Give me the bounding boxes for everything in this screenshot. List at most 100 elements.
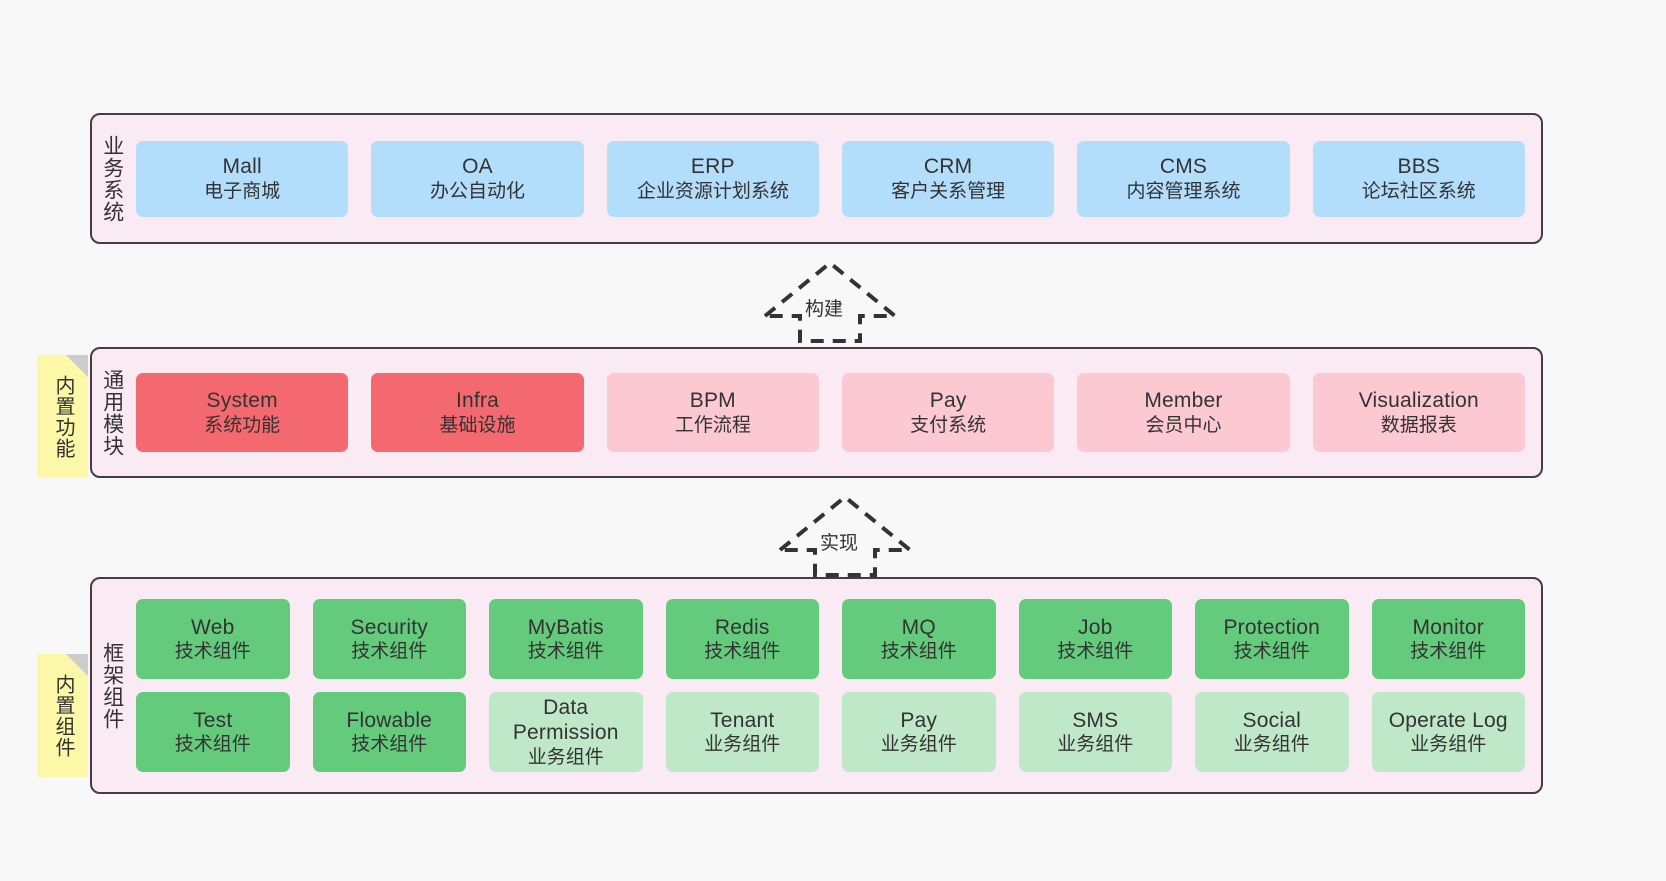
layer-body-framework: Web 技术组件 Security 技术组件 MyBatis 技术组件 Redi…	[132, 579, 1541, 792]
node-protection[interactable]: Protection 技术组件	[1195, 599, 1349, 679]
dashed-generalization-arrow-icon	[774, 494, 916, 577]
node-infra[interactable]: Infra 基础设施	[371, 373, 584, 452]
node-subtitle: 工作流程	[674, 414, 751, 436]
node-title: Web	[191, 615, 235, 639]
node-subtitle: 客户关系管理	[891, 180, 1006, 202]
layer-body-business: Mall 电子商城 OA 办公自动化 ERP 企业资源计划系统 CRM 客户关系…	[132, 115, 1541, 242]
node-monitor[interactable]: Monitor 技术组件	[1371, 599, 1525, 679]
node-subtitle: 系统功能	[204, 414, 281, 436]
note-builtin-component: 内置组件	[37, 654, 88, 777]
node-subtitle: 技术组件	[1410, 641, 1487, 663]
note-builtin-function: 内置功能	[37, 355, 88, 478]
node-subtitle: 技术组件	[174, 641, 251, 663]
node-social[interactable]: Social 业务组件	[1195, 692, 1349, 772]
node-subtitle: 会员中心	[1145, 414, 1222, 436]
node-title: Flowable	[346, 708, 433, 732]
node-oa[interactable]: OA 办公自动化	[371, 140, 584, 217]
layer-title-common: 通用模块	[100, 368, 124, 457]
node-title: Pay	[929, 389, 967, 413]
node-sms[interactable]: SMS 业务组件	[1018, 692, 1172, 772]
connector-label-build: 构建	[805, 299, 844, 320]
layer-title-framework: 框架组件	[100, 641, 124, 730]
node-system[interactable]: System 系统功能	[136, 373, 349, 452]
node-data-permission[interactable]: Data Permission 业务组件	[489, 692, 643, 772]
node-subtitle: 技术组件	[174, 734, 251, 756]
node-subtitle: 技术组件	[351, 734, 428, 756]
node-title: Mall	[222, 155, 262, 179]
node-operate-log[interactable]: Operate Log 业务组件	[1371, 692, 1525, 772]
node-subtitle: 技术组件	[880, 641, 957, 663]
node-crm[interactable]: CRM 客户关系管理	[841, 140, 1055, 217]
node-subtitle: 技术组件	[1233, 641, 1310, 663]
node-subtitle: 数据报表	[1380, 414, 1457, 436]
layer-framework-component: 框架组件 Web 技术组件 Security 技术组件 MyBatis 技术组件…	[90, 577, 1543, 794]
node-title: Test	[193, 708, 233, 732]
connector-implement: 实现	[774, 492, 935, 578]
node-subtitle: 业务组件	[1233, 734, 1310, 756]
layer-title-business: 业务系统	[100, 134, 124, 223]
node-title: Operate Log	[1388, 708, 1508, 732]
node-title: Security	[350, 615, 428, 639]
node-redis[interactable]: Redis 技术组件	[665, 599, 819, 679]
node-subtitle: 内容管理系统	[1126, 180, 1241, 202]
node-title: Infra	[455, 389, 499, 413]
node-pay-component[interactable]: Pay 业务组件	[842, 692, 996, 772]
layer-body-common: System 系统功能 Infra 基础设施 BPM 工作流程 Pay 支付系统…	[132, 349, 1541, 476]
node-title: BBS	[1397, 155, 1441, 179]
node-cms[interactable]: CMS 内容管理系统	[1077, 140, 1290, 217]
node-subtitle: 支付系统	[910, 414, 987, 436]
node-title: Tenant	[710, 708, 775, 732]
node-title: MQ	[901, 615, 936, 639]
node-title: BPM	[689, 389, 736, 413]
node-flowable[interactable]: Flowable 技术组件	[312, 692, 466, 772]
node-tenant[interactable]: Tenant 业务组件	[665, 692, 819, 772]
node-subtitle: 技术组件	[704, 641, 781, 663]
layer-common-module: 通用模块 System 系统功能 Infra 基础设施 BPM 工作流程 Pay…	[90, 347, 1543, 478]
node-member[interactable]: Member 会员中心	[1077, 373, 1290, 452]
node-title: Protection	[1223, 615, 1321, 639]
node-row-technical: Web 技术组件 Security 技术组件 MyBatis 技术组件 Redi…	[136, 599, 1525, 679]
node-erp[interactable]: ERP 企业资源计划系统	[606, 140, 819, 217]
node-bpm[interactable]: BPM 工作流程	[606, 373, 819, 452]
node-subtitle: 业务组件	[880, 734, 957, 756]
connector-label-implement: 实现	[820, 533, 859, 554]
node-title: System	[206, 389, 278, 413]
node-title: Visualization	[1358, 389, 1479, 413]
node-web[interactable]: Web 技术组件	[136, 599, 290, 679]
node-title: Data Permission	[512, 695, 619, 745]
node-subtitle: 业务组件	[704, 734, 781, 756]
node-mq[interactable]: MQ 技术组件	[842, 599, 996, 679]
node-title: CMS	[1159, 155, 1208, 179]
node-row-business: Test 技术组件 Flowable 技术组件 Data Permission …	[136, 692, 1525, 772]
node-title: Job	[1078, 615, 1113, 639]
node-title: SMS	[1072, 708, 1119, 732]
node-subtitle: 业务组件	[1410, 734, 1487, 756]
node-subtitle: 基础设施	[439, 414, 516, 436]
node-subtitle: 办公自动化	[429, 180, 525, 202]
node-row: System 系统功能 Infra 基础设施 BPM 工作流程 Pay 支付系统…	[136, 373, 1525, 452]
layer-business-system: 业务系统 Mall 电子商城 OA 办公自动化 ERP 企业资源计划系统 CRM…	[90, 113, 1543, 244]
node-title: Member	[1144, 389, 1223, 413]
node-title: Pay	[900, 708, 938, 732]
node-subtitle: 电子商城	[204, 180, 281, 202]
node-title: Monitor	[1412, 615, 1484, 639]
node-mybatis[interactable]: MyBatis 技术组件	[489, 599, 643, 679]
node-security[interactable]: Security 技术组件	[312, 599, 466, 679]
node-pay-module[interactable]: Pay 支付系统	[841, 373, 1055, 452]
node-mall[interactable]: Mall 电子商城	[136, 140, 349, 217]
node-title: Social	[1242, 708, 1301, 732]
node-subtitle: 业务组件	[1057, 734, 1134, 756]
node-title: Redis	[714, 615, 770, 639]
node-visualization[interactable]: Visualization 数据报表	[1312, 373, 1525, 452]
node-subtitle: 技术组件	[351, 641, 428, 663]
connector-build: 构建	[759, 258, 920, 344]
node-title: OA	[462, 155, 493, 179]
node-job[interactable]: Job 技术组件	[1018, 599, 1172, 679]
node-title: ERP	[690, 155, 735, 179]
node-subtitle: 企业资源计划系统	[636, 180, 789, 202]
node-bbs[interactable]: BBS 论坛社区系统	[1312, 140, 1525, 217]
node-subtitle: 业务组件	[527, 747, 604, 769]
node-test[interactable]: Test 技术组件	[136, 692, 290, 772]
node-title: MyBatis	[527, 615, 604, 639]
